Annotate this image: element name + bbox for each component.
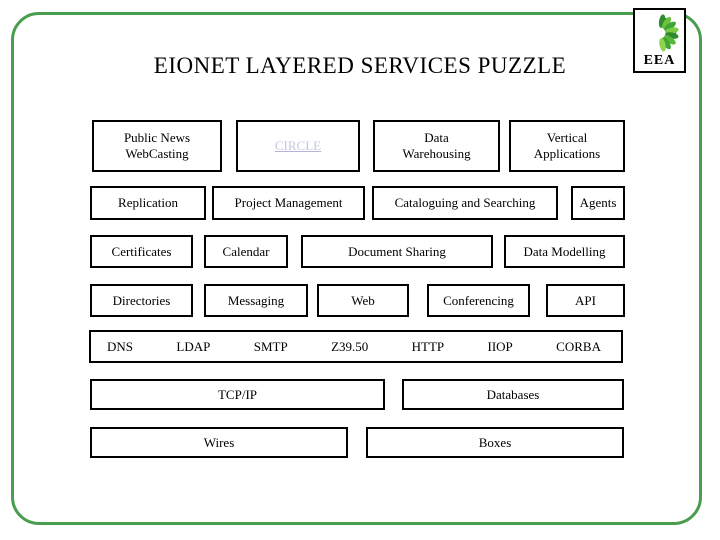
- box-agents: Agents: [571, 186, 625, 220]
- protocol-iiop: IIOP: [487, 338, 513, 354]
- box-boxes-label: Boxes: [478, 434, 512, 450]
- box-cataloguing-and-searching: Cataloguing and Searching: [372, 186, 558, 220]
- box-certificates-label: Certificates: [111, 243, 172, 259]
- box-vertical-applications: Vertical Applications: [509, 120, 625, 172]
- box-web-label: Web: [351, 292, 375, 308]
- protocol-ldap: LDAP: [176, 338, 211, 354]
- slide-title: EIONET LAYERED SERVICES PUZZLE: [153, 53, 567, 78]
- box-certificates: Certificates: [90, 235, 193, 268]
- box-protocols: DNS LDAP SMTP Z39.50 HTTP IIOP CORBA: [89, 330, 623, 363]
- box-conferencing-label: Conferencing: [443, 292, 514, 308]
- box-api-label: API: [575, 292, 596, 308]
- eea-logo: EEA: [633, 8, 686, 73]
- box-data-warehousing: Data Warehousing: [373, 120, 500, 172]
- eea-logo-text: EEA: [643, 53, 676, 68]
- box-directories-label: Directories: [112, 292, 171, 308]
- slide-border: [11, 12, 702, 525]
- box-vertical-applications-label: Vertical Applications: [533, 130, 601, 161]
- protocol-smtp: SMTP: [253, 338, 288, 354]
- box-public-news-webcasting: Public News WebCasting: [92, 120, 222, 172]
- box-public-news-webcasting-label: Public News WebCasting: [123, 130, 191, 161]
- box-replication-label: Replication: [118, 195, 178, 210]
- box-circle: CIRCLE: [236, 120, 360, 172]
- box-document-sharing: Document Sharing: [301, 235, 493, 268]
- box-project-management-label: Project Management: [234, 195, 343, 210]
- eea-emblem-icon: [658, 14, 679, 52]
- protocol-http: HTTP: [411, 338, 445, 354]
- box-web: Web: [317, 284, 409, 317]
- box-conferencing: Conferencing: [427, 284, 530, 317]
- box-data-warehousing-label: Data Warehousing: [402, 130, 471, 161]
- protocol-dns: DNS: [107, 338, 134, 354]
- box-directories: Directories: [90, 284, 193, 317]
- box-calendar-label: Calendar: [222, 243, 270, 259]
- box-wires: Wires: [90, 427, 348, 458]
- box-cataloguing-and-searching-label: Cataloguing and Searching: [394, 195, 536, 210]
- box-tcpip-label: TCP/IP: [217, 386, 257, 402]
- box-replication: Replication: [90, 186, 206, 220]
- protocol-z3950: Z39.50: [331, 338, 369, 354]
- box-data-modelling-label: Data Modelling: [523, 243, 606, 259]
- box-wires-label: Wires: [203, 434, 235, 450]
- protocol-corba: CORBA: [556, 338, 601, 354]
- box-calendar: Calendar: [204, 235, 288, 268]
- box-data-modelling: Data Modelling: [504, 235, 625, 268]
- box-databases: Databases: [402, 379, 624, 410]
- box-boxes: Boxes: [366, 427, 624, 458]
- box-document-sharing-label: Document Sharing: [348, 243, 446, 259]
- box-messaging: Messaging: [204, 284, 308, 317]
- box-agents-label: Agents: [579, 195, 617, 210]
- box-api: API: [546, 284, 625, 317]
- box-project-management: Project Management: [212, 186, 365, 220]
- box-databases-label: Databases: [486, 386, 540, 402]
- box-messaging-label: Messaging: [227, 292, 285, 308]
- circle-link[interactable]: CIRCLE: [274, 138, 322, 153]
- box-tcpip: TCP/IP: [90, 379, 385, 410]
